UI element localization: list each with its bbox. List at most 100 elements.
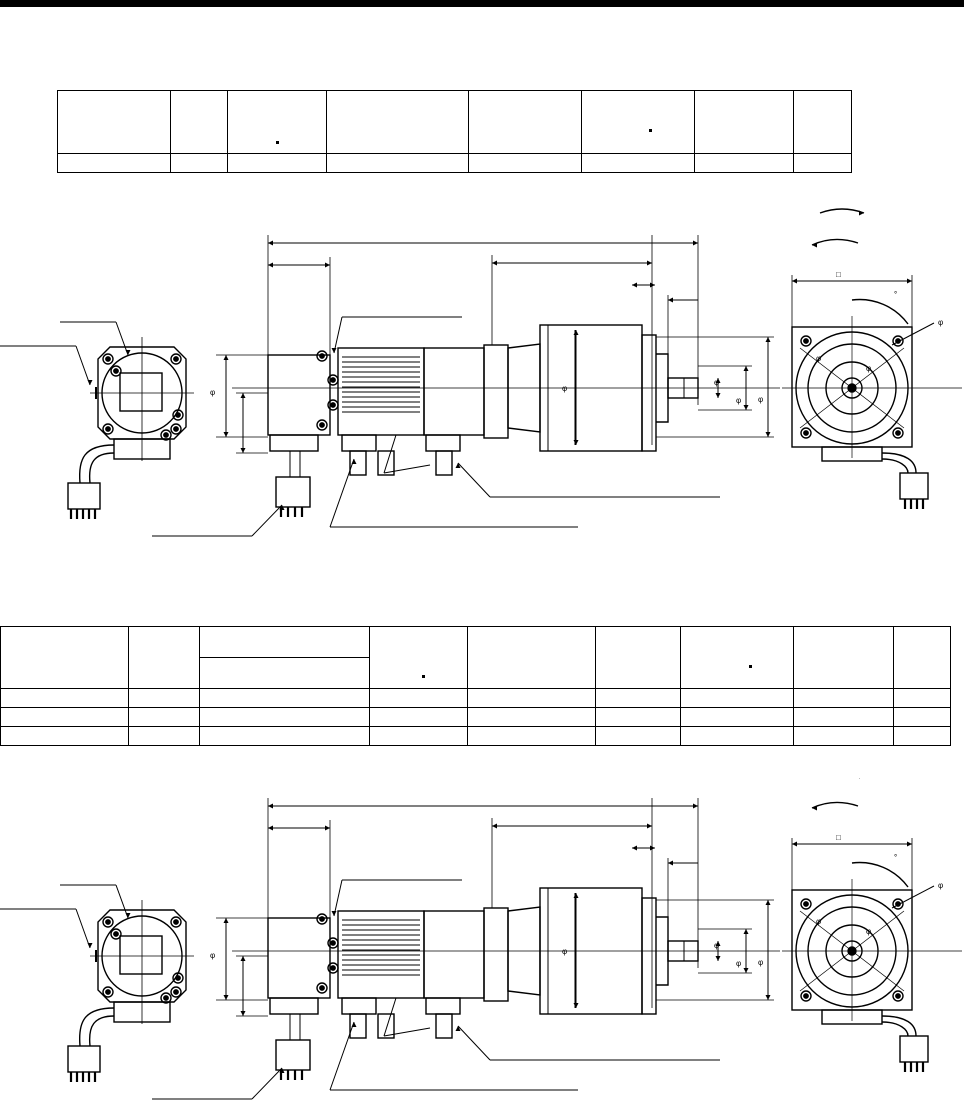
dimension-mark: φ bbox=[866, 927, 871, 936]
square-mark: □ bbox=[836, 833, 841, 842]
arrow-head bbox=[325, 825, 330, 831]
arrow-head bbox=[325, 262, 330, 268]
rotation-arrow bbox=[811, 238, 859, 246]
leader-line bbox=[333, 316, 343, 354]
leader-line bbox=[75, 345, 91, 386]
arrow-head bbox=[223, 918, 229, 923]
table-cell bbox=[595, 626, 681, 689]
encoder-cover bbox=[119, 372, 163, 412]
arrow-head bbox=[268, 240, 273, 246]
bolt-icon bbox=[173, 919, 179, 925]
front-cable bbox=[881, 458, 909, 474]
table-cell bbox=[680, 688, 794, 708]
dimension-mark: φ bbox=[758, 958, 763, 967]
arrow-head bbox=[715, 378, 721, 383]
table-cell bbox=[0, 688, 129, 708]
bolt-icon bbox=[172, 972, 184, 984]
table-cell bbox=[793, 688, 894, 708]
dimension-mark: φ bbox=[816, 917, 821, 926]
bolt-icon bbox=[173, 356, 179, 362]
table-cell bbox=[0, 726, 129, 746]
table-cell bbox=[467, 626, 596, 689]
arrow-head bbox=[223, 355, 229, 360]
bolt-icon bbox=[105, 919, 111, 925]
leader-line bbox=[457, 462, 491, 498]
arrow-head bbox=[268, 803, 273, 809]
bolt-icon bbox=[102, 423, 114, 435]
arrow-head bbox=[455, 1026, 461, 1031]
dimension-mark: φ bbox=[736, 396, 741, 405]
power-cable bbox=[78, 444, 115, 484]
arrow-head bbox=[573, 893, 579, 898]
front-cable-connector bbox=[899, 1035, 929, 1063]
bolt-icon bbox=[316, 350, 328, 362]
arrow-head bbox=[279, 505, 285, 510]
bolt-icon bbox=[330, 965, 336, 971]
bolt-icon bbox=[102, 353, 114, 365]
bolt-icon bbox=[163, 995, 169, 1001]
bolt-icon bbox=[170, 916, 182, 928]
arrow-head bbox=[331, 348, 337, 353]
lower-table-header-row bbox=[0, 626, 951, 689]
table-cell bbox=[128, 726, 200, 746]
arrow-head bbox=[792, 278, 797, 284]
arrow-head bbox=[812, 242, 817, 248]
bolt-icon bbox=[319, 353, 325, 359]
table-cell bbox=[893, 707, 951, 727]
center-line bbox=[799, 347, 905, 429]
cable-connector bbox=[67, 482, 101, 510]
lower-table-row bbox=[0, 726, 951, 746]
arrow-head bbox=[331, 911, 337, 916]
dimension-mark: φ bbox=[866, 364, 871, 373]
table-mark bbox=[649, 129, 652, 132]
encoder-cable-connector bbox=[275, 476, 311, 508]
upper-spec-table bbox=[57, 90, 852, 173]
arrow-head bbox=[455, 463, 461, 468]
bolt-icon bbox=[316, 419, 328, 431]
angle-mark: ° bbox=[894, 853, 897, 862]
arrow-head bbox=[647, 823, 652, 829]
table-cell bbox=[468, 153, 582, 173]
power-cable bbox=[88, 452, 115, 484]
table-cell bbox=[128, 688, 200, 708]
table-cell bbox=[595, 707, 681, 727]
dimension-mark: φ bbox=[714, 941, 719, 950]
motor-body bbox=[337, 910, 425, 999]
lower-table-subheader-row bbox=[1, 657, 951, 689]
bolt-icon bbox=[330, 940, 336, 946]
adapter-flange bbox=[483, 344, 509, 439]
table-cell bbox=[0, 707, 129, 727]
connector-plug bbox=[435, 1013, 453, 1039]
table-cell bbox=[468, 90, 582, 154]
table-cell bbox=[199, 657, 370, 689]
dimension-mark: φ bbox=[562, 384, 567, 393]
table-cell bbox=[793, 726, 894, 746]
table-cell bbox=[680, 626, 794, 689]
bolt-icon bbox=[319, 422, 325, 428]
arrow-head bbox=[812, 805, 817, 811]
dimension-mark: φ bbox=[210, 951, 215, 960]
table-cell bbox=[793, 707, 894, 727]
table-cell bbox=[57, 90, 171, 154]
front-connector-block bbox=[821, 446, 883, 462]
bolt-icon bbox=[105, 426, 111, 432]
table-mark bbox=[749, 665, 752, 668]
bolt-icon bbox=[319, 985, 325, 991]
table-cell bbox=[199, 688, 370, 708]
table-cell bbox=[57, 153, 171, 173]
dimension-mark: φ bbox=[562, 947, 567, 956]
arrow-head bbox=[240, 1011, 246, 1016]
dimension-mark: φ bbox=[714, 378, 719, 387]
bolt-icon bbox=[800, 335, 812, 347]
arrow-head bbox=[573, 440, 579, 445]
table-cell bbox=[893, 688, 951, 708]
bolt-icon bbox=[892, 427, 904, 439]
table-cell bbox=[793, 626, 894, 689]
connector-plug bbox=[349, 450, 367, 476]
table-cell bbox=[694, 90, 794, 154]
bolt-icon bbox=[105, 356, 111, 362]
table-cell bbox=[326, 153, 469, 173]
leader-line bbox=[333, 879, 343, 917]
arrow-head bbox=[650, 282, 655, 288]
bolt-icon bbox=[172, 409, 184, 421]
